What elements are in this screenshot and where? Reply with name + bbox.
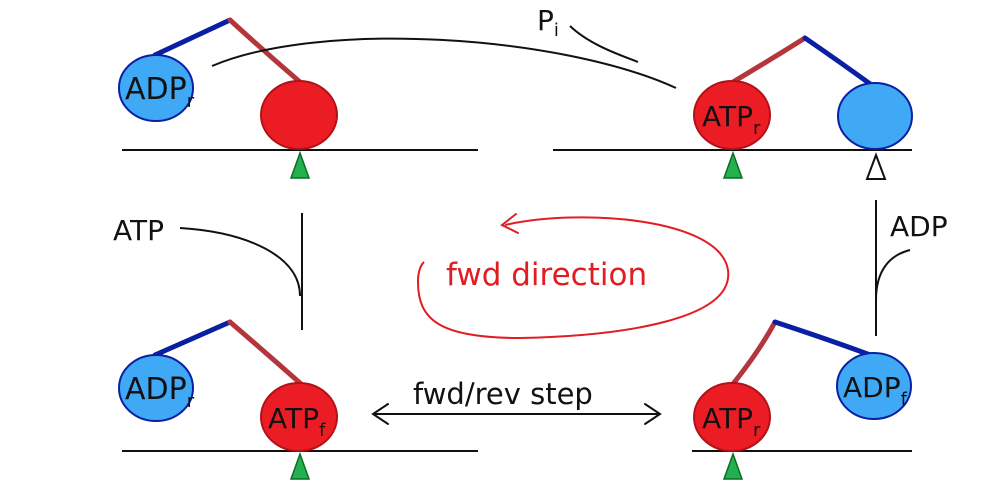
blue-link — [152, 319, 233, 358]
red-head-label: ATPf — [268, 402, 326, 441]
red-link — [730, 35, 808, 85]
green-marker — [289, 150, 311, 179]
pi-release-curve — [211, 37, 677, 89]
red-head — [693, 80, 771, 150]
panel-bottom-left: ADPr ATPf — [118, 319, 478, 480]
empty-marker — [865, 152, 887, 180]
red-head-label: ATPr — [702, 402, 761, 441]
fwd-direction-label: fwd direction — [446, 257, 647, 293]
step-arrowhead-left — [371, 403, 389, 425]
green-marker — [722, 150, 744, 179]
panel-top-left: ADPr — [118, 17, 478, 179]
atp-binding-curve — [179, 227, 301, 297]
panel-bottom-right: ATPr ADPf — [692, 319, 912, 480]
pi-label-leader — [569, 25, 639, 63]
blue-link — [802, 35, 876, 89]
green-marker — [722, 451, 744, 480]
red-link — [227, 319, 303, 386]
blue-head — [118, 54, 194, 122]
red-head — [693, 382, 771, 452]
fwd-direction-loop — [416, 216, 730, 340]
blue-head-label: ADPf — [843, 371, 908, 410]
blue-head — [837, 82, 913, 150]
blue-head — [118, 354, 194, 422]
red-head-label: ATPr — [702, 100, 761, 139]
adp-release-curve — [875, 249, 911, 301]
blue-head — [836, 352, 912, 420]
red-head — [260, 80, 338, 150]
blue-head-label: ADPr — [125, 72, 195, 112]
atp-in-label: ATP — [113, 214, 164, 247]
blue-link — [772, 319, 876, 359]
red-head — [260, 382, 338, 452]
red-link — [730, 319, 778, 387]
step-arrowhead-right — [644, 403, 662, 425]
blue-head-label: ADPr — [125, 372, 195, 412]
step-label: fwd/rev step — [413, 377, 593, 411]
adp-out-label: ADP — [890, 210, 948, 243]
panel-top-right: ATPr — [553, 35, 913, 180]
blue-link — [152, 17, 233, 58]
red-link — [227, 17, 303, 85]
green-marker — [289, 451, 311, 480]
pi-label: Pi — [537, 4, 559, 41]
fwd-direction-arrowhead — [500, 213, 519, 234]
